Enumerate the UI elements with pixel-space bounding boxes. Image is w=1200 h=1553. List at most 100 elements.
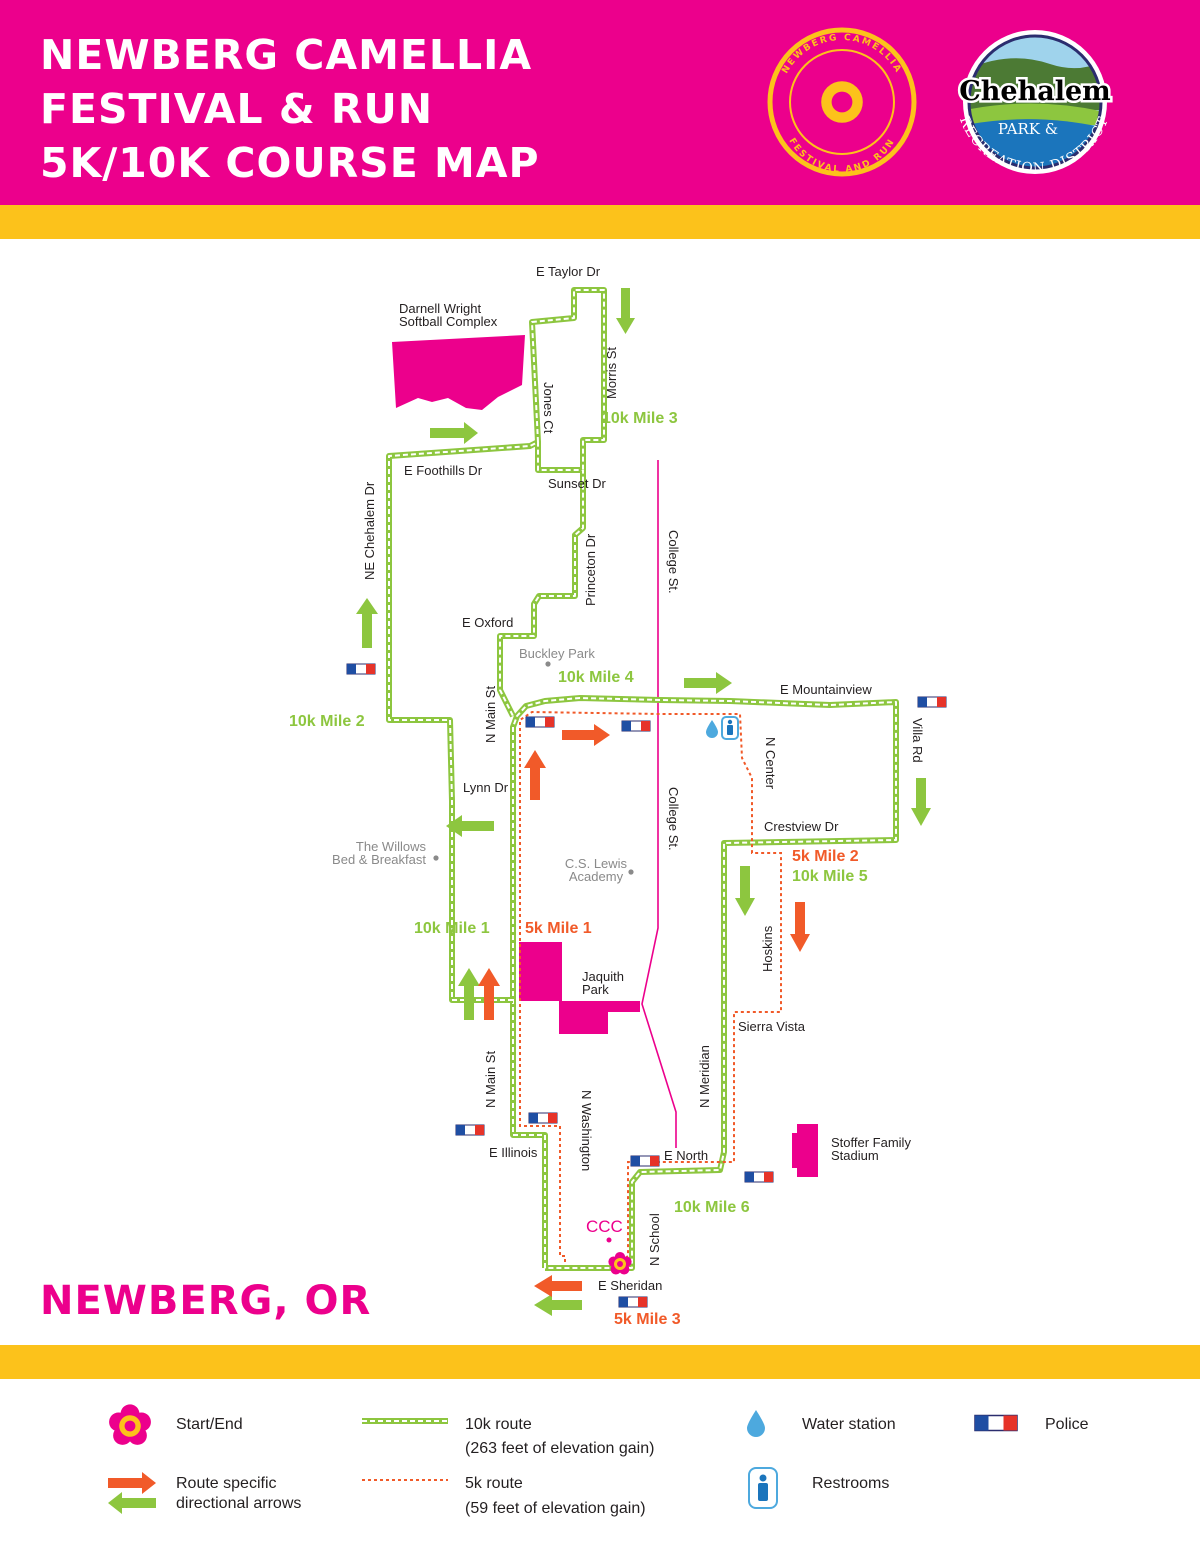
arrow-up-5k-upper [524, 750, 546, 800]
label-e-illinois: E Illinois [489, 1145, 538, 1160]
arrow-down-villa [911, 778, 931, 826]
arrow-up-chehalem [356, 598, 378, 648]
police-marker [528, 1112, 558, 1124]
buckley-dot [545, 661, 551, 667]
legend-10k-label-1: 10k route [465, 1416, 532, 1433]
label-willows-2: Bed & Breakfast [332, 852, 426, 867]
label-e-taylor: E Taylor Dr [536, 264, 601, 279]
label-sunset: Sunset Dr [548, 476, 606, 491]
legend-arrows-label-2: directional arrows [176, 1495, 302, 1512]
label-n-main-lower: N Main St [483, 1051, 498, 1108]
label-buckley: Buckley Park [519, 646, 595, 661]
label-n-main-upper: N Main St [483, 686, 498, 743]
label-ccc: CCC [586, 1217, 623, 1236]
police-marker [630, 1155, 660, 1167]
title-line-3: 5K/10K COURSE MAP [40, 139, 540, 187]
arrow-down-taylor [616, 288, 635, 334]
police-marker [621, 720, 651, 732]
label-princeton: Princeton Dr [583, 533, 598, 606]
police-marker [917, 696, 947, 708]
green-arrows [356, 288, 931, 1316]
label-jaquith-1: Jaquith [582, 969, 624, 984]
mile-5k-3: 5k Mile 3 [614, 1311, 681, 1328]
jaquith-park [519, 942, 640, 1034]
label-e-sheridan: E Sheridan [598, 1278, 662, 1293]
mile-10k-5: 10k Mile 5 [792, 868, 868, 885]
legend-police-icon [974, 1414, 1018, 1432]
label-e-oxford: E Oxford [462, 615, 513, 630]
arrow-left-lynn [446, 815, 494, 837]
arrow-up-main-green [458, 968, 480, 1020]
orange-arrows [478, 724, 810, 1297]
label-sierra-vista: Sierra Vista [738, 1019, 806, 1034]
police-marker [618, 1296, 648, 1308]
place-labels: Darnell Wright Softball Complex Buckley … [332, 301, 911, 1236]
mile-5k-2: 5k Mile 2 [792, 848, 859, 865]
legend-water-icon [747, 1410, 765, 1437]
label-ne-chehalem: NE Chehalem Dr [362, 481, 377, 580]
legend-restrooms-label: Restrooms [812, 1475, 890, 1492]
arrow-right-mountainview [684, 672, 732, 694]
legend-10k-label-2: (263 feet of elevation gain) [465, 1440, 655, 1457]
arrow-down-meridian [735, 866, 755, 916]
police-marker [744, 1171, 774, 1183]
route-5k [519, 710, 782, 1263]
label-villa: Villa Rd [910, 718, 925, 763]
label-darnell-1: Darnell Wright [399, 301, 482, 316]
label-college-lower: College St. [666, 787, 681, 851]
chehalem-logo: Chehalem PARK & RECREATION DISTRICT [956, 30, 1113, 177]
title-line-1: NEWBERG CAMELLIA [40, 31, 533, 79]
legend-5k-label-2: (59 feet of elevation gain) [465, 1500, 646, 1517]
legend-green-arrow-icon [108, 1492, 156, 1514]
camellia-logo: NEWBERG CAMELLIA FESTIVAL AND RUN [767, 27, 917, 177]
page-title: NEWBERG CAMELLIA FESTIVAL & RUN 5K/10K C… [40, 28, 540, 190]
stoffer-stadium [792, 1124, 818, 1177]
label-n-meridian: N Meridian [697, 1045, 712, 1108]
footer-stripe [0, 1345, 1200, 1379]
label-morris: Morris St [604, 347, 619, 399]
arrow-left-sheridan-orange [534, 1275, 582, 1297]
mile-markers: 10k Mile 3 10k Mile 4 10k Mile 2 5k Mile… [289, 410, 868, 1328]
mile-5k-1: 5k Mile 1 [525, 920, 592, 937]
label-hoskins: Hoskins [760, 925, 775, 972]
label-crestview: Crestview Dr [764, 819, 839, 834]
willows-dot [433, 855, 439, 861]
label-foothills: E Foothills Dr [404, 463, 483, 478]
mile-10k-2: 10k Mile 2 [289, 713, 365, 730]
police-marker [525, 716, 555, 728]
route-10k [386, 287, 899, 1271]
legend-police-label: Police [1045, 1416, 1089, 1433]
water-station-icon [706, 720, 718, 738]
mile-10k-6: 10k Mile 6 [674, 1199, 750, 1216]
label-cslewis-2: Academy [569, 869, 624, 884]
arrow-left-sheridan-green [534, 1294, 582, 1316]
label-stoffer-1: Stoffer Family [831, 1135, 911, 1150]
city-title: NEWBERG, OR [40, 1278, 372, 1324]
legend-water-label: Water station [802, 1416, 896, 1433]
street-labels: E Taylor Dr Morris St Jones Ct E Foothil… [362, 264, 925, 1293]
arrow-right-foothills [430, 422, 478, 444]
chehalem-name: Chehalem [959, 76, 1110, 107]
start-end-flower-icon [608, 1252, 632, 1275]
restroom-icon [721, 716, 739, 740]
darnell-wright-complex [392, 335, 525, 410]
mile-10k-1: 10k Mile 1 [414, 920, 490, 937]
label-jones: Jones Ct [541, 382, 556, 434]
college-street-line [641, 460, 677, 1148]
label-e-north: E North [664, 1148, 708, 1163]
legend [108, 1404, 1018, 1514]
legend-arrows-label-1: Route specific [176, 1475, 277, 1492]
legend-orange-arrow-icon [108, 1472, 156, 1494]
legend-start-end-label: Start/End [176, 1416, 243, 1433]
label-cslewis-1: C.S. Lewis [565, 856, 628, 871]
police-marker [455, 1124, 485, 1136]
label-mountainview: E Mountainview [780, 682, 872, 697]
label-n-school: N School [647, 1213, 662, 1266]
cslewis-dot [628, 869, 634, 875]
arrow-right-5k-upper [562, 724, 610, 746]
label-college-upper: College St. [666, 530, 681, 594]
legend-5k-label-1: 5k route [465, 1475, 523, 1492]
label-stoffer-2: Stadium [831, 1148, 879, 1163]
arrow-down-5k-hoskins [790, 902, 810, 952]
label-darnell-2: Softball Complex [399, 314, 498, 329]
